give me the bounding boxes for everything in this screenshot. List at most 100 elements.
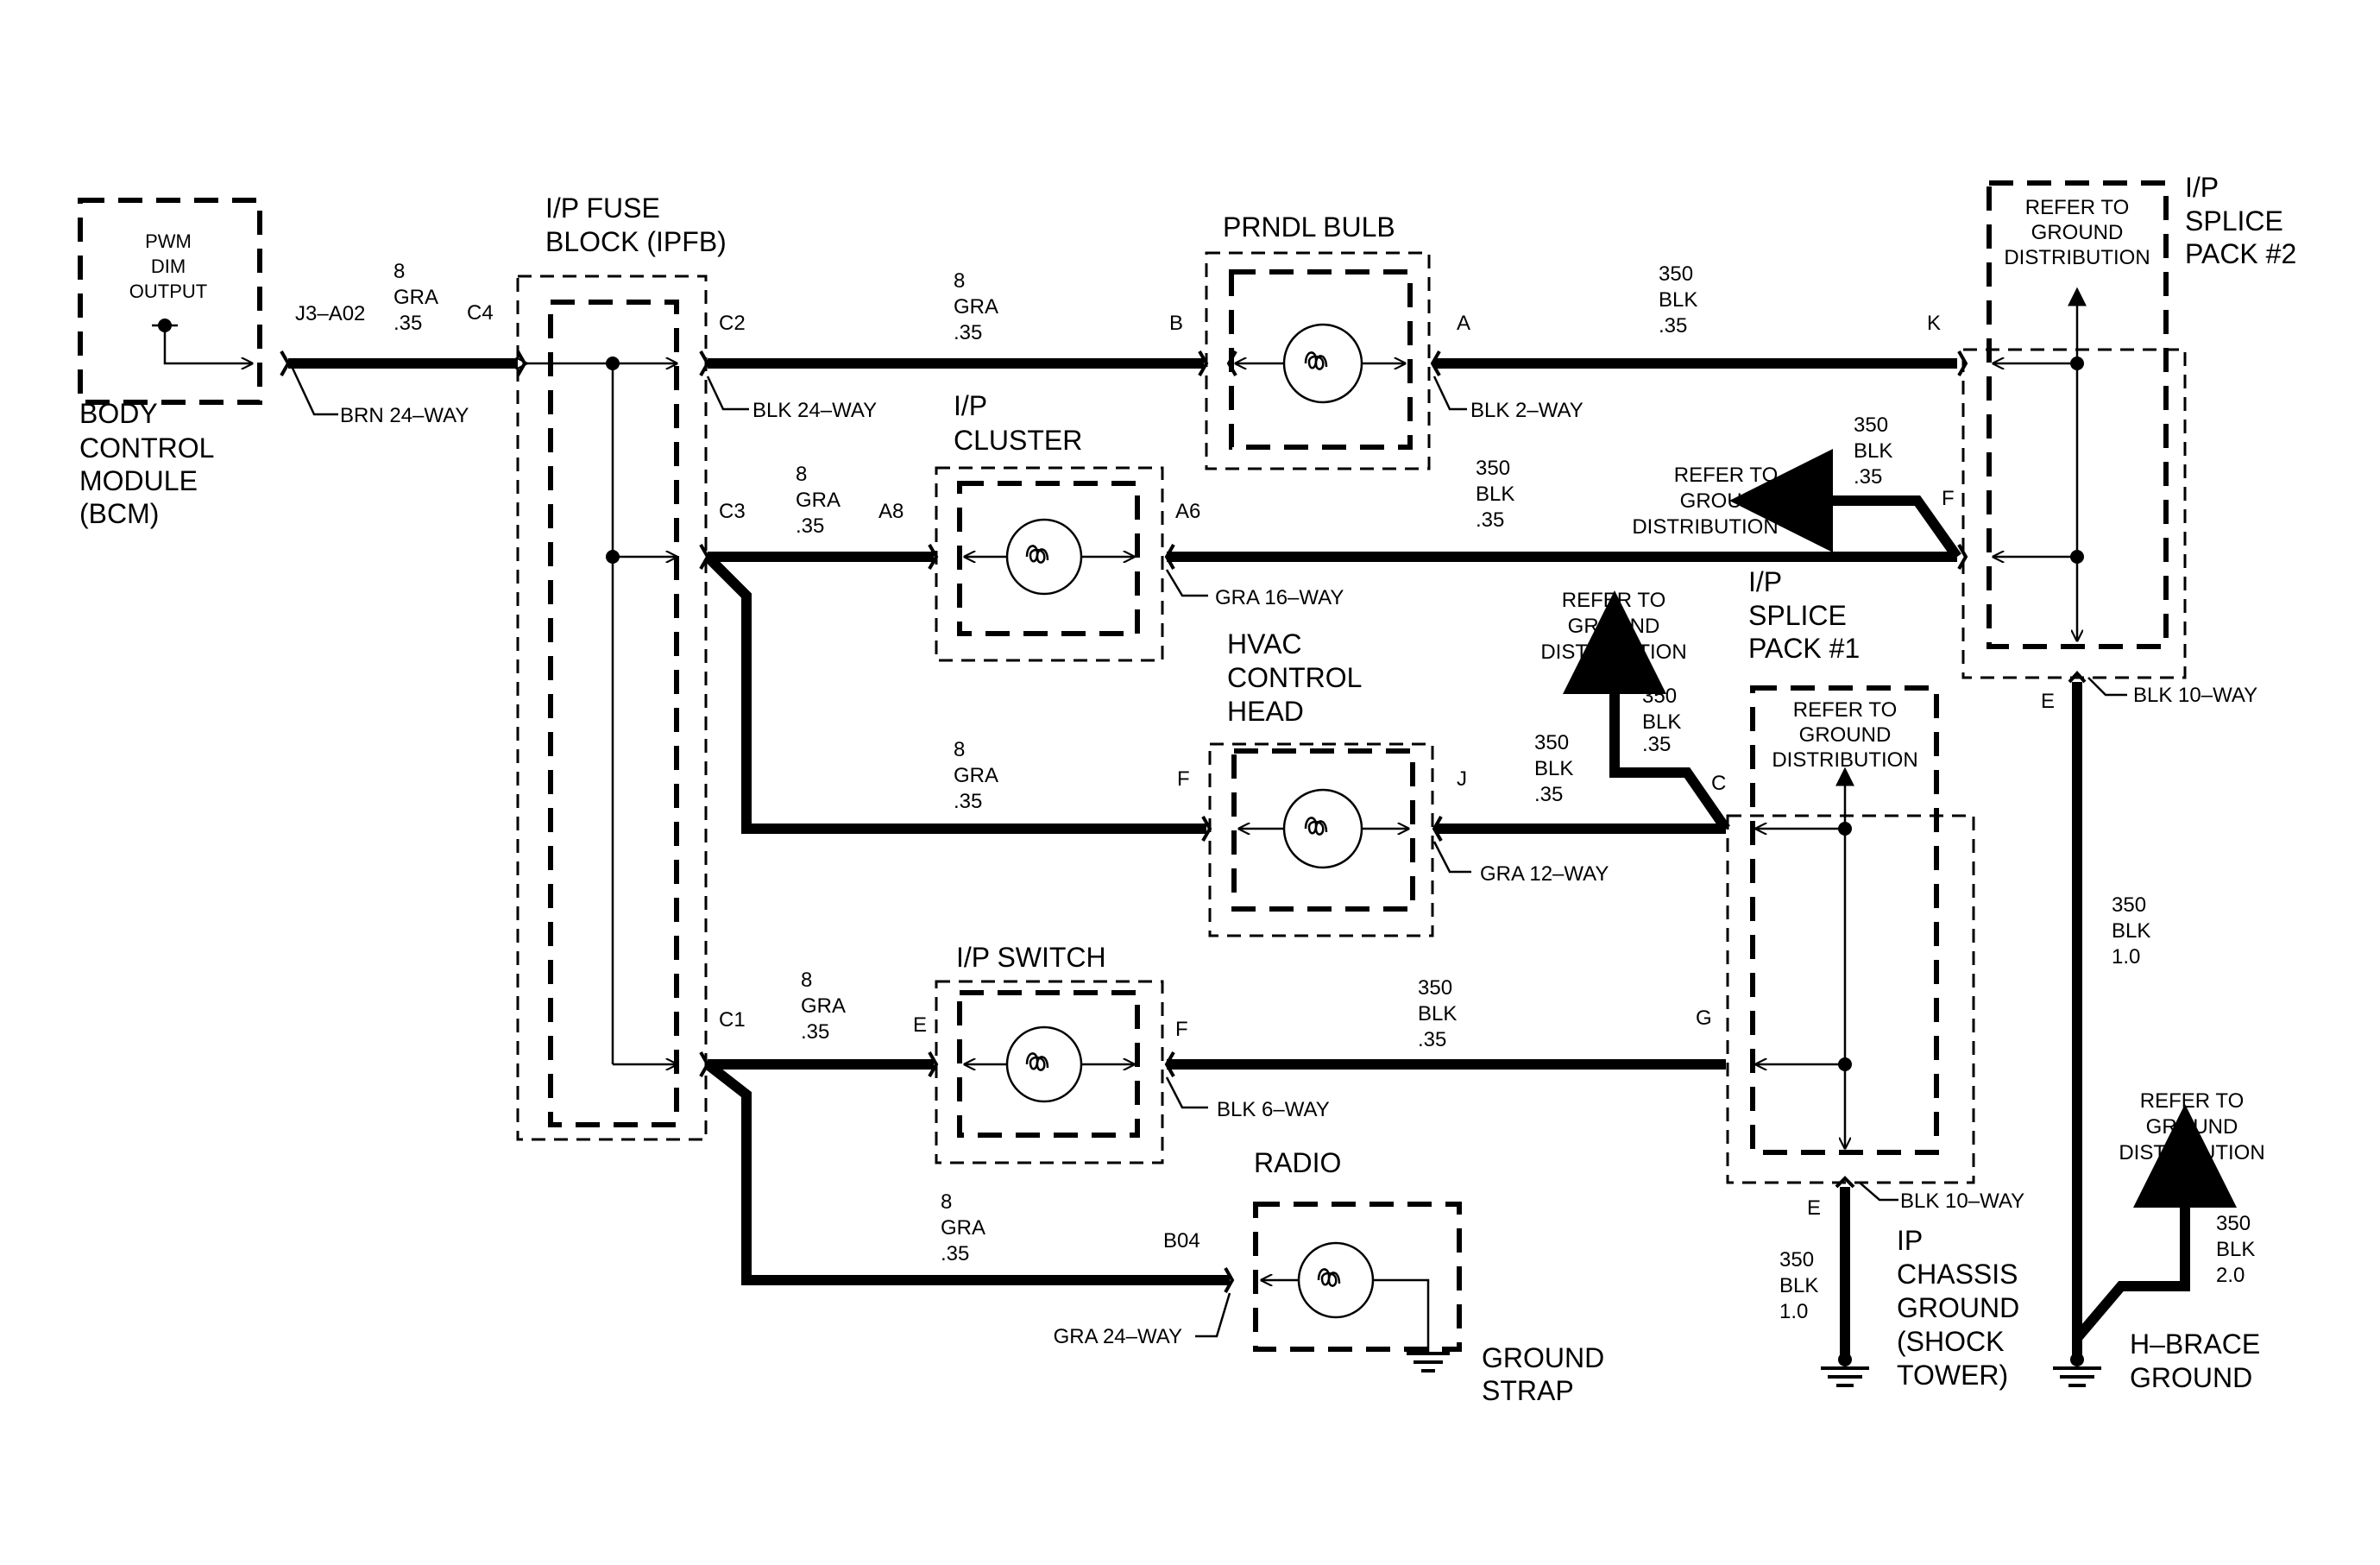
splice2-outer-box: [1961, 348, 2187, 679]
splice1-connector-leader: [1859, 1182, 1898, 1202]
bcm-name-3: MODULE: [79, 465, 198, 496]
ip-switch: I/P SWITCH: [935, 942, 1164, 1164]
hbrace-ground-icon: [2053, 1366, 2101, 1387]
cluster-out-wire-gauge: .35: [1476, 508, 1504, 532]
radio-filament-icon: [1317, 1268, 1341, 1287]
ip-cluster: I/P CLUSTER: [935, 390, 1164, 662]
splice1-c-wire-gauge: .35: [1642, 733, 1671, 756]
hvac-in-wire-gauge: .35: [954, 790, 982, 813]
cluster-out-wire-color: BLK: [1476, 483, 1514, 506]
splice1-refer-1: REFER TO: [1793, 698, 1897, 722]
ipfb-node-mid: [606, 550, 620, 564]
switch-connector-leader: [1165, 1076, 1208, 1109]
splice1-refer-2: GROUND: [1799, 723, 1892, 747]
hvac-outer-box: [1208, 742, 1434, 937]
ipfb-title-1: I/P FUSE: [545, 192, 660, 224]
radio: RADIO GROUND STRAP: [1253, 1147, 1604, 1406]
splice2-f-refer-1: REFER TO: [1674, 464, 1778, 487]
wire-splice1-c-ground: [1563, 590, 1730, 832]
switch-filament-icon: [1025, 1052, 1049, 1071]
prndl-outer-box: [1205, 251, 1431, 470]
cluster-title-2: CLUSTER: [954, 425, 1082, 456]
hvac-title-3: HEAD: [1227, 696, 1304, 727]
radio-title: RADIO: [1254, 1147, 1341, 1178]
ipfb-connector-leader: [706, 375, 749, 411]
connector-radio-b04: [1224, 1267, 1235, 1293]
switch-out-wire-size: 350: [1418, 976, 1452, 1000]
ip-ground-label-1: IP: [1897, 1225, 1923, 1256]
splice1-c-wire-size: 350: [1642, 685, 1677, 708]
prndl-out-wire-gauge: .35: [1659, 314, 1687, 338]
splice2-refer-1: REFER TO: [2025, 196, 2129, 219]
hvac-filament-icon: [1304, 817, 1328, 836]
prndl-out-wire-color: BLK: [1659, 288, 1697, 312]
radio-in-wire-gauge: .35: [941, 1242, 969, 1265]
switch-in-wire-gauge: .35: [801, 1020, 829, 1044]
radio-connector-label: GRA 24–WAY: [1054, 1325, 1182, 1348]
cluster-out-wire-size: 350: [1476, 457, 1510, 480]
wire-ipfb-to-hvac: [703, 552, 1206, 834]
bcm-name-4: (BCM): [79, 498, 159, 529]
splice1-inner-box: [1750, 685, 1939, 1155]
prndl-connector-leader: [1432, 375, 1467, 411]
prndl-in-wire-gauge: .35: [954, 321, 982, 344]
splice2-node-k: [2070, 357, 2084, 370]
connector-prndl-b: [1198, 350, 1209, 376]
splice1-node-g: [1838, 1057, 1852, 1071]
cluster-outer-box: [935, 466, 1164, 662]
prndl-in-wire-color: GRA: [954, 295, 998, 319]
radio-ground-label-1: GROUND: [1482, 1342, 1604, 1373]
splice1-c-refer-3: DISTRIBUTION: [1540, 641, 1686, 664]
bcm-wire-gauge: .35: [394, 312, 422, 335]
ipfb-c4-label: C4: [467, 301, 494, 325]
splice1-outer-box: [1726, 814, 1975, 1184]
bcm-connector-label: BRN 24–WAY: [340, 404, 469, 427]
splice1-e-wire-color: BLK: [1779, 1274, 1818, 1297]
splice2-title-1: I/P: [2185, 172, 2219, 203]
splice2-f-wire-size: 350: [1854, 413, 1888, 437]
ip-ground-label-3: GROUND: [1897, 1292, 2019, 1323]
splice1-connector-label: BLK 10–WAY: [1900, 1190, 2024, 1213]
radio-pin-b04: B04: [1163, 1229, 1200, 1253]
cluster-title-1: I/P: [954, 390, 987, 421]
cluster-pin-a8: A8: [878, 500, 904, 523]
ip-ground-label-4: (SHOCK: [1897, 1326, 2004, 1357]
switch-out-wire-gauge: .35: [1418, 1028, 1446, 1051]
cluster-connector-label: GRA 16–WAY: [1215, 586, 1344, 609]
switch-pin-f: F: [1175, 1018, 1188, 1041]
body-control-module: PWM DIM OUTPUT BODY CONTROL MODULE (BCM)…: [78, 198, 469, 529]
ip-ground-node: [1838, 1353, 1852, 1366]
bcm-output-lead: [163, 325, 252, 363]
splice2-inner-box: [1986, 180, 2169, 649]
radio-ground-label-2: STRAP: [1482, 1375, 1574, 1406]
radio-ground-lead: [1373, 1278, 1430, 1354]
switch-pin-e: E: [913, 1013, 927, 1037]
switch-connector-label: BLK 6–WAY: [1217, 1098, 1330, 1121]
hvac-control-head: HVAC CONTROL HEAD: [1208, 628, 1434, 937]
splice1-refer-3: DISTRIBUTION: [1772, 748, 1917, 772]
prndl-bulb: PRNDL BULB: [1205, 211, 1431, 470]
switch-outer-box: [935, 980, 1164, 1164]
hvac-pin-j: J: [1457, 767, 1467, 791]
connector-ipfb-c2: [699, 350, 710, 376]
splice2-connector-label: BLK 10–WAY: [2133, 684, 2257, 707]
switch-in-wire-color: GRA: [801, 994, 846, 1018]
hvac-out-wire-gauge: .35: [1534, 783, 1563, 806]
ip-ground-label-2: CHASSIS: [1897, 1259, 2018, 1290]
hbrace-wire-color: BLK: [2216, 1238, 2255, 1261]
switch-out-wire-color: BLK: [1418, 1002, 1457, 1025]
connector-switch-f: [1164, 1051, 1175, 1077]
switch-in-wire-size: 8: [801, 969, 812, 992]
radio-box: [1253, 1202, 1462, 1352]
connector-splice1-e: [1835, 1176, 1855, 1189]
splice1-pin-c: C: [1711, 772, 1726, 795]
cluster-inner-box: [957, 481, 1140, 636]
bcm-wire-size: 8: [394, 260, 405, 283]
connector-switch-e: [928, 1051, 939, 1077]
ipfb-node-top: [606, 357, 620, 370]
prndl-title: PRNDL BULB: [1223, 211, 1395, 243]
connector-cluster-a8: [928, 544, 939, 570]
ipfb-c2-label: C2: [719, 312, 746, 335]
splice1-pin-g: G: [1696, 1007, 1712, 1030]
connector-hvac-f: [1201, 816, 1212, 842]
